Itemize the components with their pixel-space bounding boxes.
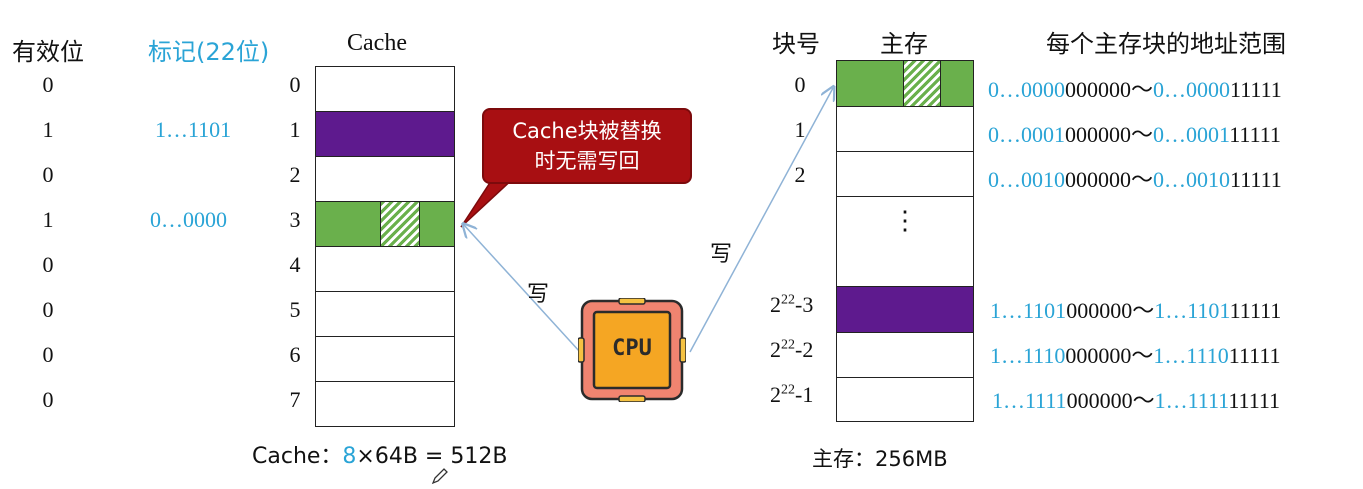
callout-line-1: Cache块被替换 [512, 119, 662, 143]
cache-header: Cache [347, 30, 407, 56]
address-range: 1…1101000000～1…110111111 [990, 298, 1282, 324]
block-number: 222-1 [770, 382, 814, 407]
memory-ellipsis: ⋮ [892, 206, 918, 235]
arrow-cpu-to-memory [689, 88, 833, 353]
memory-block-1 [837, 107, 973, 152]
tag-value: 1…1101 [155, 117, 232, 142]
memory-block-2-22-3 [837, 287, 973, 333]
cache-caption-rest: ×64B = 512B [356, 444, 508, 469]
valid-bit: 0 [42, 387, 54, 412]
cache-table [315, 66, 455, 427]
cache-line-0 [316, 67, 454, 112]
memory-block-2-22-2 [837, 333, 973, 378]
memory-table: ⋮ [836, 60, 974, 422]
valid-bit: 0 [42, 342, 54, 367]
cache-line-number: 5 [289, 297, 301, 322]
memory-caption: 主存：256MB [812, 447, 948, 471]
cache-line-1 [316, 112, 454, 157]
cache-line-number: 1 [289, 117, 301, 142]
cpu-label: CPU [612, 336, 652, 361]
block-number: 222-2 [770, 337, 814, 362]
block-number-header: 块号 [772, 30, 820, 58]
block-number: 1 [794, 117, 806, 142]
block-number: 2 [794, 162, 806, 187]
cache-caption-label: Cache： [252, 444, 343, 469]
tag-header: 标记(22位) [148, 38, 270, 66]
tag-value: 0…0000 [150, 207, 227, 232]
callout-box: Cache块被替换 时无需写回 [482, 108, 692, 184]
cache-line-3 [316, 202, 454, 247]
block-number: 0 [794, 72, 806, 97]
written-word [380, 202, 420, 246]
memory-header: 主存 [880, 30, 928, 58]
valid-bit: 0 [42, 72, 54, 97]
valid-bit-header: 有效位 [12, 38, 84, 66]
address-range: 1…1111000000～1…111111111 [992, 388, 1281, 414]
address-range-header: 每个主存块的地址范围 [1046, 30, 1286, 58]
address-range: 0…0010000000～0…001011111 [988, 167, 1282, 193]
cache-line-number: 2 [289, 162, 301, 187]
address-range: 0…0001000000～0…000111111 [988, 122, 1281, 148]
cache-line-number: 6 [289, 342, 301, 367]
memory-written-word [903, 61, 941, 106]
callout-line-2: 时无需写回 [534, 149, 640, 173]
pencil-icon [431, 468, 448, 485]
write-label-memory: 写 [710, 242, 733, 267]
address-range: 1…1110000000～1…111011111 [990, 343, 1281, 369]
cache-caption-count: 8 [342, 444, 357, 469]
memory-block-gap: ⋮ [837, 197, 973, 287]
cache-caption: Cache：8×64B = 512B [252, 438, 507, 470]
valid-bit: 0 [42, 162, 54, 187]
memory-block-0 [837, 61, 973, 107]
block-number: 222-3 [770, 292, 814, 317]
valid-bit: 0 [42, 297, 54, 322]
cache-line-5 [316, 292, 454, 337]
valid-bit: 1 [42, 207, 54, 232]
cache-line-6 [316, 337, 454, 382]
cpu-chip: CPU [578, 298, 686, 402]
arrow-cpu-to-cache [464, 225, 581, 353]
cache-line-number: 7 [289, 387, 301, 412]
address-range: 0…0000000000～0…000011111 [988, 77, 1282, 103]
cpu-icon [578, 298, 686, 402]
memory-block-2 [837, 152, 973, 197]
cache-line-2 [316, 157, 454, 202]
valid-bit: 1 [42, 117, 54, 142]
memory-block-2-22-1 [837, 378, 973, 423]
callout-pointer [460, 175, 519, 228]
cache-line-number: 0 [289, 72, 301, 97]
valid-bit: 0 [42, 252, 54, 277]
cache-line-number: 3 [289, 207, 301, 232]
cache-line-number: 4 [289, 252, 301, 277]
write-label-cache: 写 [527, 282, 550, 307]
cache-line-4 [316, 247, 454, 292]
